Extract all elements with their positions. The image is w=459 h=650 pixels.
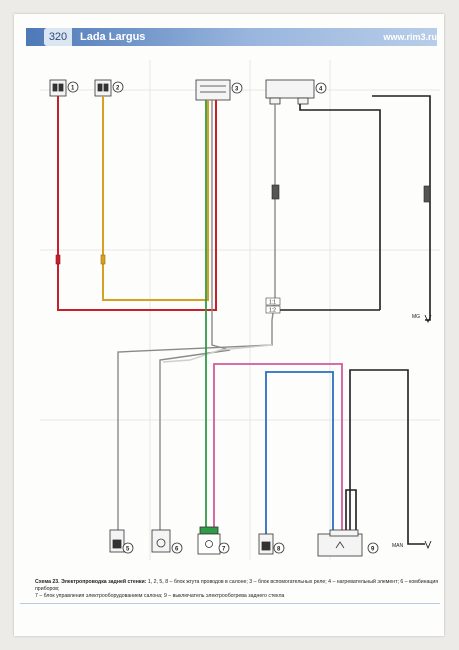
svg-text:3: 3 [235,87,239,93]
ground-label-mg: MG [412,314,420,320]
svg-text:6: 6 [175,547,179,553]
wire-pink [213,363,343,534]
inline-connector-red [55,254,61,265]
callout-2: 2 [112,81,124,93]
wire-black-right [268,95,431,321]
svg-text:5: 5 [126,547,130,553]
footer-rule [20,603,440,604]
connector-8 [258,533,274,555]
svg-text:9: 9 [371,547,375,553]
connector-5 [109,529,125,553]
svg-text:7: 7 [222,547,226,553]
connector-9-switch [317,529,363,557]
callout-1: 1 [67,81,79,93]
inline-connector-yellow [100,254,106,265]
page-header-bar [26,28,437,46]
callout-5: 5 [122,542,134,554]
callout-3: 3 [231,82,243,94]
wire-grey-harness [117,100,276,530]
wire-marker-group [265,297,281,314]
svg-text:1: 1 [71,86,75,92]
ground-label-man: MAN [392,543,404,549]
connector-6-instrument-cluster [151,529,171,553]
callout-group: 1 2 3 4 5 6 7 8 9 [67,81,379,554]
caption-title: Электропроводка задней стенки: [61,579,147,585]
connector-4-heating-element [265,79,315,105]
wire-black-switch [345,369,425,545]
caption-line-1: 1, 2, 5, 8 – блок жгута проводов в салон… [35,579,439,592]
wire-red [57,96,217,311]
inline-fuse-grey [271,184,431,203]
connector-3-relay-block [195,79,231,101]
figure-caption: Схема 23. Электропроводка задней стенки:… [35,579,440,600]
callout-7: 7 [218,542,230,554]
wire-white-harness [162,344,273,363]
connector-7-control-unit [197,526,221,555]
wire-marker-1: 1:1 [269,300,276,306]
wire-blue [265,371,334,534]
svg-text:8: 8 [277,547,281,553]
caption-lead: Схема 23. [35,579,60,585]
connector-2 [94,79,112,97]
connector-1 [49,79,67,97]
document-page [14,14,444,636]
page-number: 320 [44,28,72,46]
site-url: www.rim3.ru [383,32,437,42]
wire-marker-2: 1:2 [269,308,276,314]
callout-4: 4 [315,82,327,94]
callout-9: 9 [367,542,379,554]
caption-line-2: 7 – блок управления электрооборудованием… [35,593,285,599]
svg-text:2: 2 [116,86,120,92]
svg-text:4: 4 [319,87,323,93]
callout-6: 6 [171,542,183,554]
book-title: Lada Largus [80,31,146,43]
wire-yellow [102,96,209,301]
callout-8: 8 [273,542,285,554]
